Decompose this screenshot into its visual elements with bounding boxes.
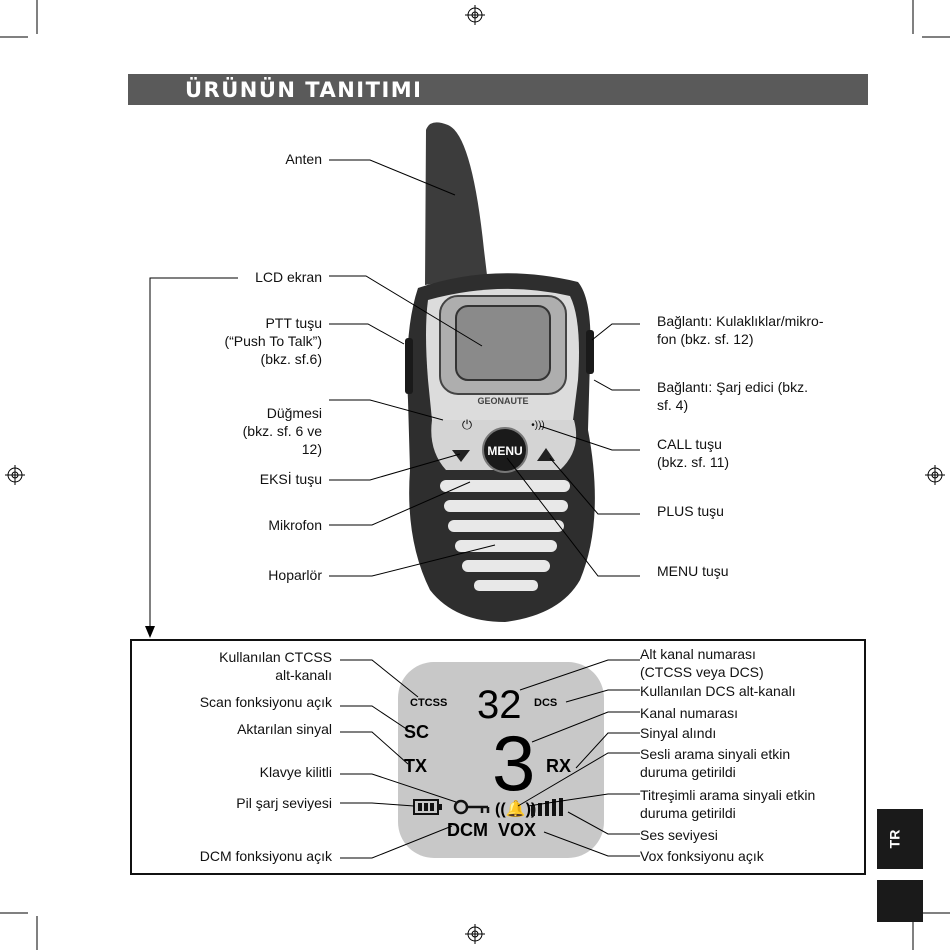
plus-arrow-icon [537,448,555,461]
label-call: CALL tuşu(bkz. sf. 11) [657,436,730,470]
label-keylock: Klavye kilitli [259,764,332,780]
label-volume: Ses seviyesi [640,827,718,843]
vox-indicator: VOX [498,820,536,840]
dcs-indicator: DCS [534,697,557,709]
call-icon: •))) [531,420,545,431]
label-plus: PLUS tuşu [657,503,724,519]
tx-indicator: TX [404,756,427,776]
menu-key-shape [482,427,528,473]
label-minus: EKSİ tuşu [259,471,322,487]
ctcss-indicator: CTCSS [410,697,447,709]
speaker-grille [440,480,570,591]
label-dcs: Kullanılan DCS alt-kanalı [640,683,796,699]
antenna-shape [425,122,487,285]
volume-bars-icon [531,798,563,816]
subchannel-digits: 32 [477,683,522,727]
key-lock-icon [453,799,490,815]
menu-key-label: MENU [487,444,522,458]
arrow-head [145,626,155,638]
battery-icon [413,799,442,815]
label-menu: MENU tuşu [657,563,729,579]
label-lcd: LCD ekran [255,269,322,285]
label-dcm: DCM fonksiyonu açık [199,848,332,864]
registration-mark-bottom [465,924,485,944]
registration-mark-top [465,5,485,25]
label-mic: Mikrofon [268,517,322,533]
label-ptt: PTT tuşu(“Push To Talk”)(bkz. sf.6) [224,315,322,367]
title-bar [128,74,868,105]
label-headset: Bağlantı: Kulaklıklar/mikro-fon (bkz. sf… [657,313,824,347]
language-tab: TR [877,809,923,869]
label-rx: Sinyal alındı [640,725,717,741]
label-charger: Bağlantı: Şarj edici (bkz.sf. 4) [657,379,808,413]
dcm-indicator: DCM [447,820,488,840]
label-vox: Vox fonksiyonu açık [640,848,764,864]
vibrate-call-icon: ((🔔)) [495,800,536,818]
registration-mark-left [5,465,25,485]
label-antenna: Anten [285,151,322,167]
label-battery: Pil şarj seviyesi [236,795,332,811]
label-subchannel: Alt kanal numarası(CTCSS veya DCS) [640,646,764,680]
label-speaker: Hoparlör [268,567,322,583]
minus-arrow-icon [452,450,470,462]
channel-digit: 3 [492,719,535,807]
lcd-detail-box [130,639,866,875]
side-tab-block [877,880,923,922]
rx-indicator: RX [546,756,571,776]
label-scan: Scan fonksiyonu açık [199,694,332,710]
label-tx: Aktarılan sinyal [237,721,332,737]
power-icon: ⏻ [462,417,472,432]
brand-logo: GEONAUTE [477,396,528,406]
registration-mark-right [925,465,945,485]
page-title: ÜRÜNÜN TANITIMI [185,78,423,102]
scan-indicator: SC [404,722,429,742]
label-channel: Kanal numarası [640,705,739,721]
lcd-leader-lines [340,659,640,859]
ptt-button-shape [405,338,413,394]
